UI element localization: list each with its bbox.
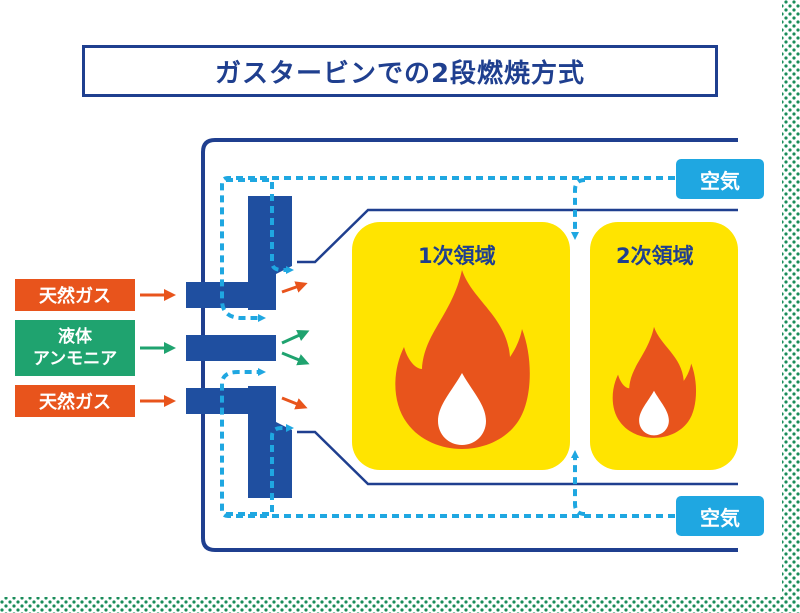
gas-top-injection [281,281,308,294]
natural-gas-bottom-tag: 天然ガス [15,385,135,417]
air-bottom-tag: 空気 [676,496,764,536]
secondary-zone-label: 2次領域 [616,244,694,268]
ammonia-label-line1: 液体 [58,327,92,347]
flame-icon [612,326,697,438]
ammonia-injection-up [281,330,310,345]
air-path-bottom-main [220,368,675,518]
ammonia-label-line2: アンモニア [32,349,118,369]
air-path-top-main [220,176,675,322]
dot-border-bottom [0,597,800,613]
air-top-tag: 空気 [676,159,764,199]
air-path-top-dilution [571,178,586,240]
natural-gas-top-tag: 天然ガス [15,279,135,311]
ammonia-injection-down [281,351,310,366]
page-title: ガスタービンでの2段燃焼方式 [82,45,718,97]
liquid-ammonia-tag: 液体 アンモニア [15,320,135,376]
air-path-bottom-dilution [571,450,586,516]
primary-zone-label: 1次領域 [418,244,496,268]
dot-border-right [782,0,800,613]
flame-icon [395,270,530,449]
air-path-bottom-swirl [226,424,294,516]
gas-bottom-injection [281,396,308,410]
liner-top-wall [297,208,738,264]
air-path-top-swirl [226,178,294,274]
liner-bottom-wall [297,430,738,486]
